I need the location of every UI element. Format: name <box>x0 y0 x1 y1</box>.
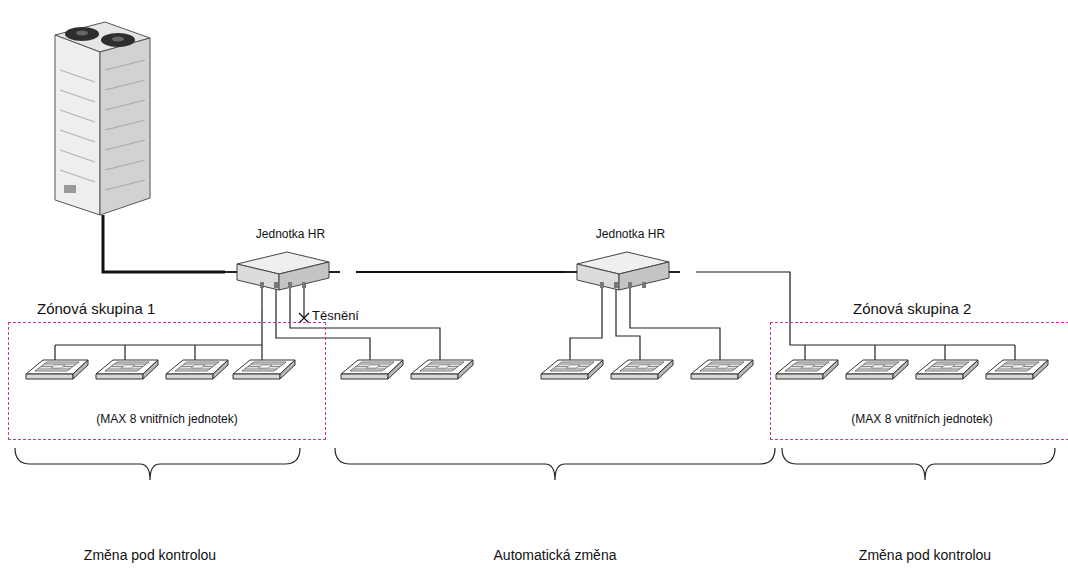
group-brace <box>15 448 1055 480</box>
mode-label: Změna pod kontrolou <box>859 547 991 563</box>
zone-title: Zónová skupina 1 <box>37 300 155 317</box>
outdoor-unit <box>55 22 150 215</box>
refrigerant-pipe <box>356 271 565 273</box>
refrigerant-pipe <box>696 272 790 322</box>
unit-title: Jednotka HR <box>565 226 696 241</box>
mode-label: Automatická změna <box>494 547 617 563</box>
hr-unit: Jednotka HR <box>565 226 696 308</box>
unit-title: Jednotka HR <box>225 226 356 241</box>
zone-note: (MAX 8 vnitřních jednotek) <box>9 412 325 426</box>
indoor-units <box>26 360 1048 379</box>
zone-group: Zónová skupina 2(MAX 8 vnitřních jednote… <box>770 322 1068 440</box>
main-pipe <box>103 215 225 272</box>
zone-title: Zónová skupina 2 <box>853 300 971 317</box>
hr-unit: Jednotka HR <box>225 226 356 308</box>
zone-group: Zónová skupina 1(MAX 8 vnitřních jednote… <box>8 322 326 440</box>
mode-label: Změna pod kontrolou <box>84 547 216 563</box>
seal-label: Těsnění <box>312 308 359 323</box>
branch-pipes <box>55 288 1015 360</box>
zone-note: (MAX 8 vnitřních jednotek) <box>771 412 1068 426</box>
refrigerant-pipe <box>261 308 262 322</box>
